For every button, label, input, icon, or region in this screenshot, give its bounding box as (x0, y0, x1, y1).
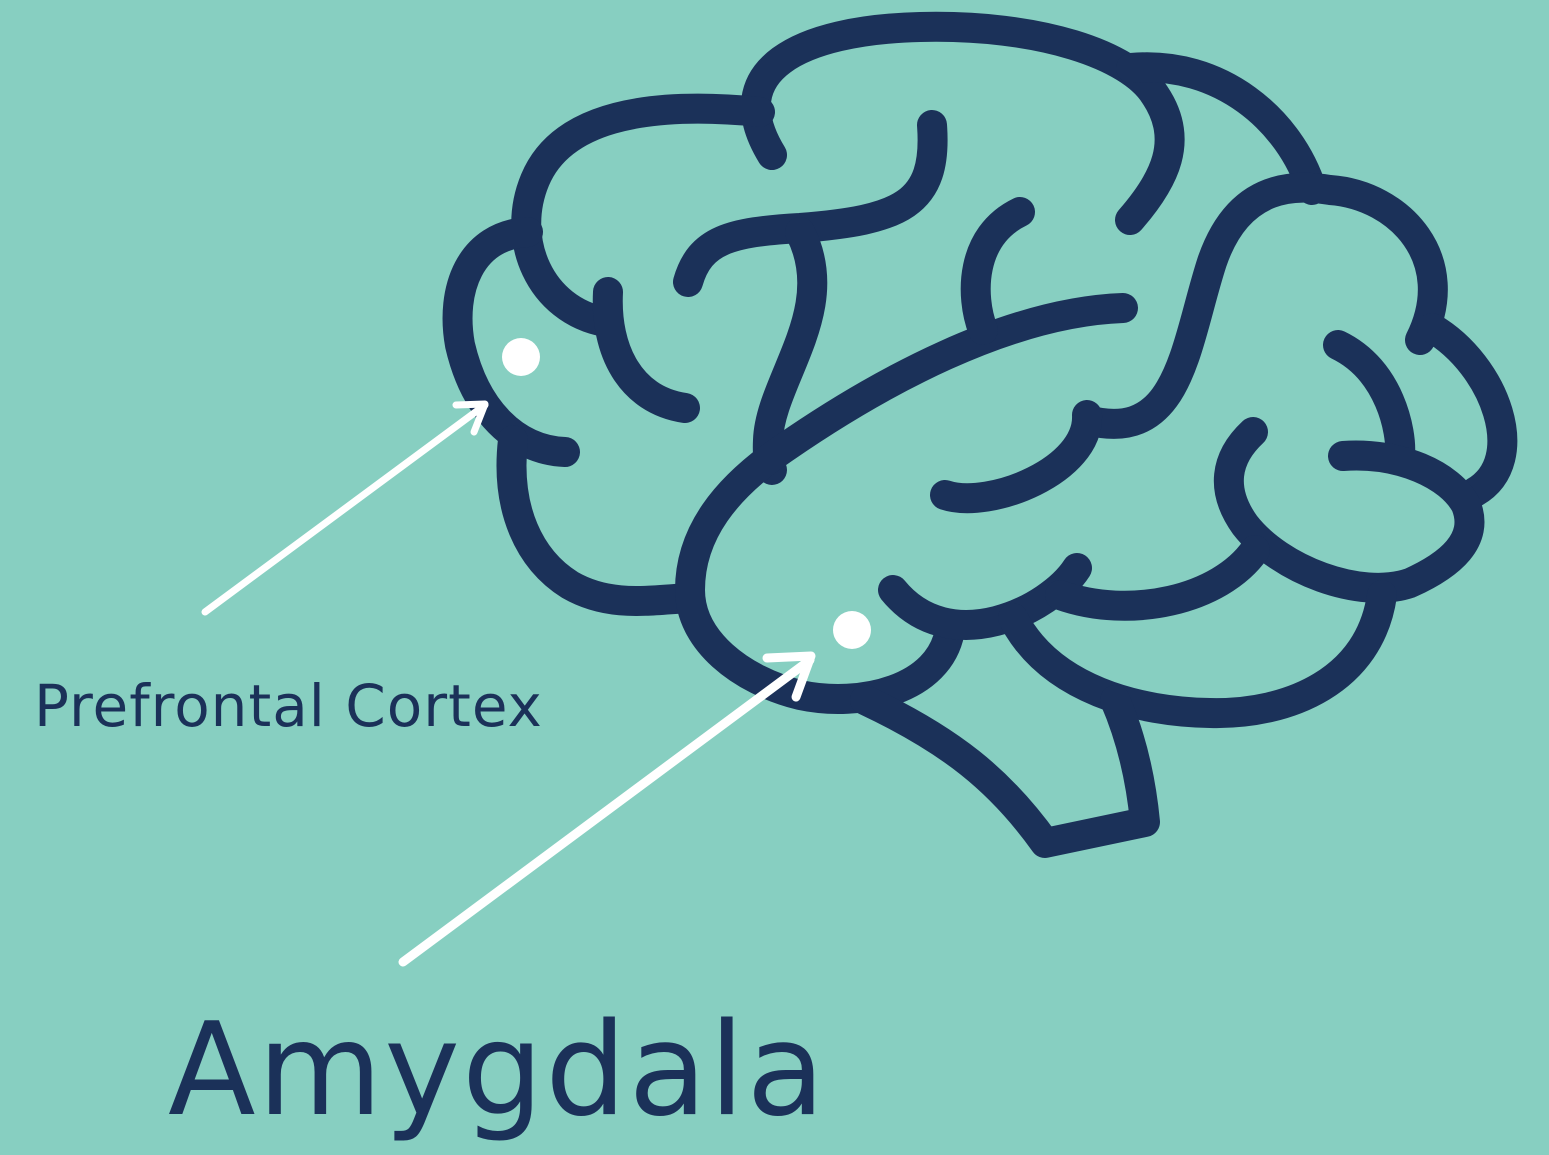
arrow-icon (205, 404, 485, 612)
brain-middle-gyrus (945, 415, 1087, 498)
brain-temporal-bottom (1060, 550, 1255, 606)
brain-frontal-lower (512, 440, 690, 601)
prefrontal-arrow-shaft (205, 405, 485, 612)
brain-frontal-upper (526, 109, 760, 322)
prefrontal-cortex-label: Prefrontal Cortex (34, 672, 543, 740)
brain-top-lobe (756, 27, 1170, 220)
prefrontal-marker-dot (502, 338, 540, 376)
amygdala-label: Amygdala (168, 996, 827, 1145)
brain-icon (458, 27, 1503, 843)
brain-inner-sulcus (976, 212, 1020, 330)
brain-temporal-lobe (690, 308, 1123, 699)
amygdala-marker-dot (833, 611, 871, 649)
brain-stem (865, 700, 1145, 843)
brain-occipital-lower (1229, 432, 1470, 588)
brain-frontal-gyrus (608, 292, 685, 408)
brain-occipital-inner (1338, 345, 1400, 455)
